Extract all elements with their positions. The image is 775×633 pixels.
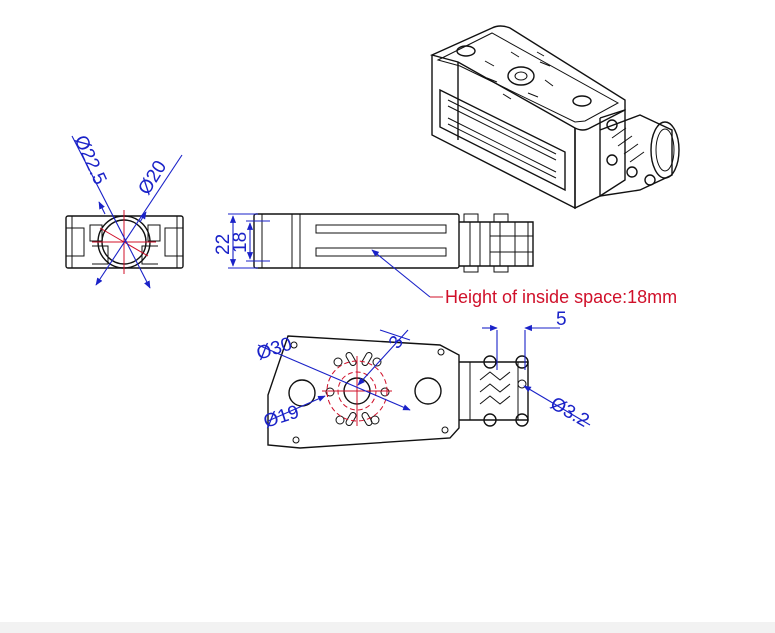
dimension-front-outer: Ø22.5 xyxy=(69,132,110,188)
dimension-top-large: Ø30 xyxy=(254,334,295,365)
side-view: 22 18 Height of inside space:18mm xyxy=(213,213,677,307)
isometric-view xyxy=(429,25,680,210)
dimension-side-outer: 22 xyxy=(213,234,234,255)
dimension-front-inner: Ø20 xyxy=(134,157,171,199)
dimension-clamp-width: 5 xyxy=(556,309,567,330)
front-view: Ø22.5 Ø20 xyxy=(65,132,184,289)
bottom-border xyxy=(0,622,775,633)
note-inside-height: Height of inside space:18mm xyxy=(445,287,677,307)
dimension-clamp-hole: Ø3.2 xyxy=(547,393,593,432)
dimension-side-inner: 18 xyxy=(230,232,251,253)
dimension-top-small: Ø19 xyxy=(261,402,302,433)
top-view: Ø30 Ø19 3 5 Ø3.2 xyxy=(254,309,593,449)
